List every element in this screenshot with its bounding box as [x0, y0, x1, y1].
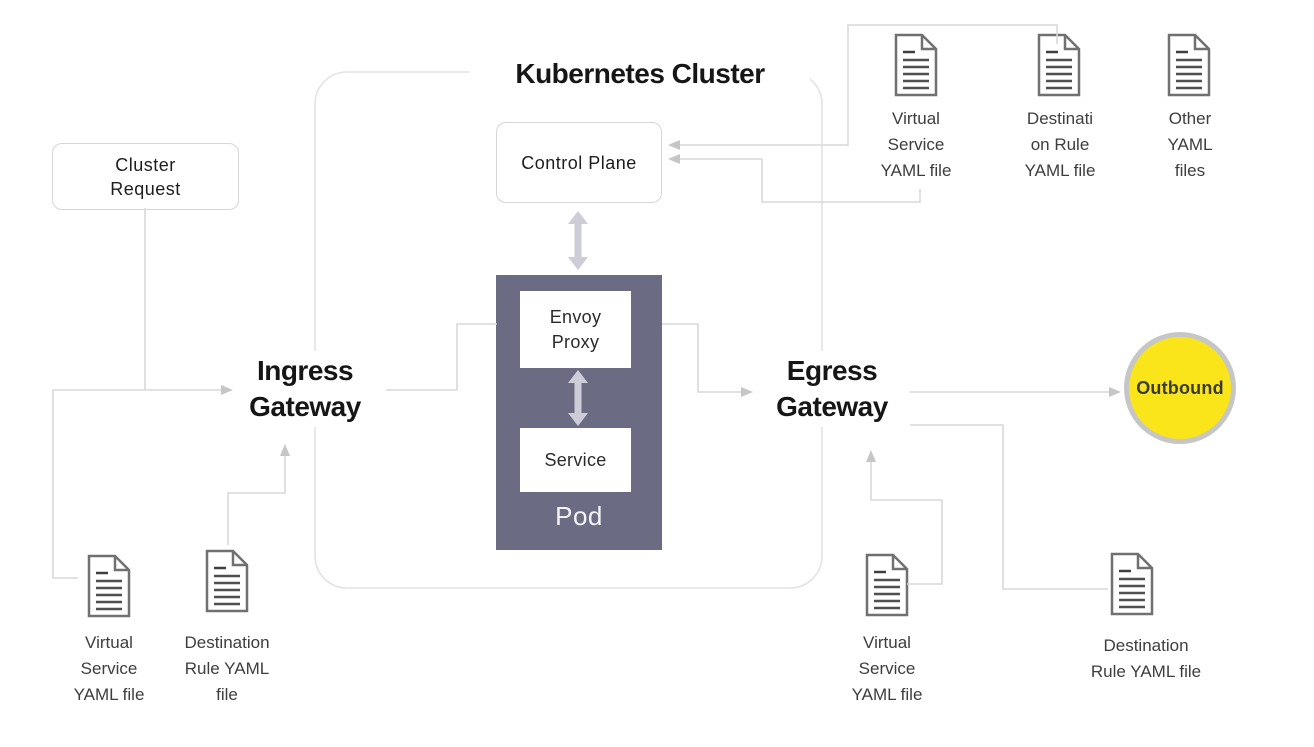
service-label: Service	[544, 449, 607, 470]
arrowhead-into-control-plane-2	[668, 154, 680, 164]
yaml-file-label: Virtual Service YAML file	[880, 109, 952, 180]
arrowhead-up-into-ingress	[280, 444, 290, 456]
edge-virtual-service-bl-to-ingress	[52, 389, 222, 579]
pod-label: Pod	[555, 501, 603, 531]
yaml-file-label: Destination Rule YAML file	[184, 633, 270, 704]
yaml-file-label: Other YAML files	[1167, 109, 1213, 180]
arrowhead-into-control-plane-1	[668, 140, 680, 150]
yaml-file-icon	[205, 549, 249, 613]
service-node: Service	[520, 428, 631, 492]
cluster-request-label: Cluster Request	[110, 154, 181, 199]
double-arrow-control-plane-envoy	[568, 211, 588, 270]
ingress-gateway-label: Ingress Gateway	[225, 351, 385, 427]
control-plane-node: Control Plane	[496, 122, 662, 203]
diagram-title: Kubernetes Cluster	[470, 54, 810, 94]
outbound-node: Outbound	[1124, 332, 1236, 444]
cluster-request-node: Cluster Request	[52, 143, 239, 210]
arrowhead-into-outbound	[1109, 387, 1121, 397]
edge-ingress-to-envoy	[386, 323, 497, 391]
arrowhead-into-egress	[741, 387, 753, 397]
control-plane-label: Control Plane	[521, 152, 637, 173]
yaml-file-icon	[865, 553, 909, 617]
edge-envoy-to-egress	[662, 323, 742, 393]
envoy-proxy-node: Envoy Proxy	[520, 291, 631, 368]
outbound-label: Outbound	[1136, 377, 1224, 398]
yaml-file-icon	[1167, 33, 1211, 97]
yaml-file-label: Destination Rule YAML file	[1090, 636, 1202, 681]
edge-egress-to-destination-rule-br	[910, 424, 1108, 590]
arrowhead-up-into-egress	[866, 450, 876, 462]
yaml-file-label: Virtual Service YAML file	[851, 633, 923, 704]
yaml-file-label: Virtual Service YAML file	[73, 633, 145, 704]
yaml-file-icon	[1110, 552, 1154, 616]
yaml-file-icon	[87, 554, 131, 618]
envoy-proxy-label: Envoy Proxy	[549, 306, 602, 352]
yaml-file-icon	[894, 33, 938, 97]
edge-destination-rule-bl-to-ingress	[227, 453, 286, 545]
egress-gateway-label: Egress Gateway	[757, 351, 907, 427]
yaml-file-icon	[1037, 33, 1081, 97]
yaml-file-label: Destinati on Rule YAML file	[1024, 109, 1096, 180]
